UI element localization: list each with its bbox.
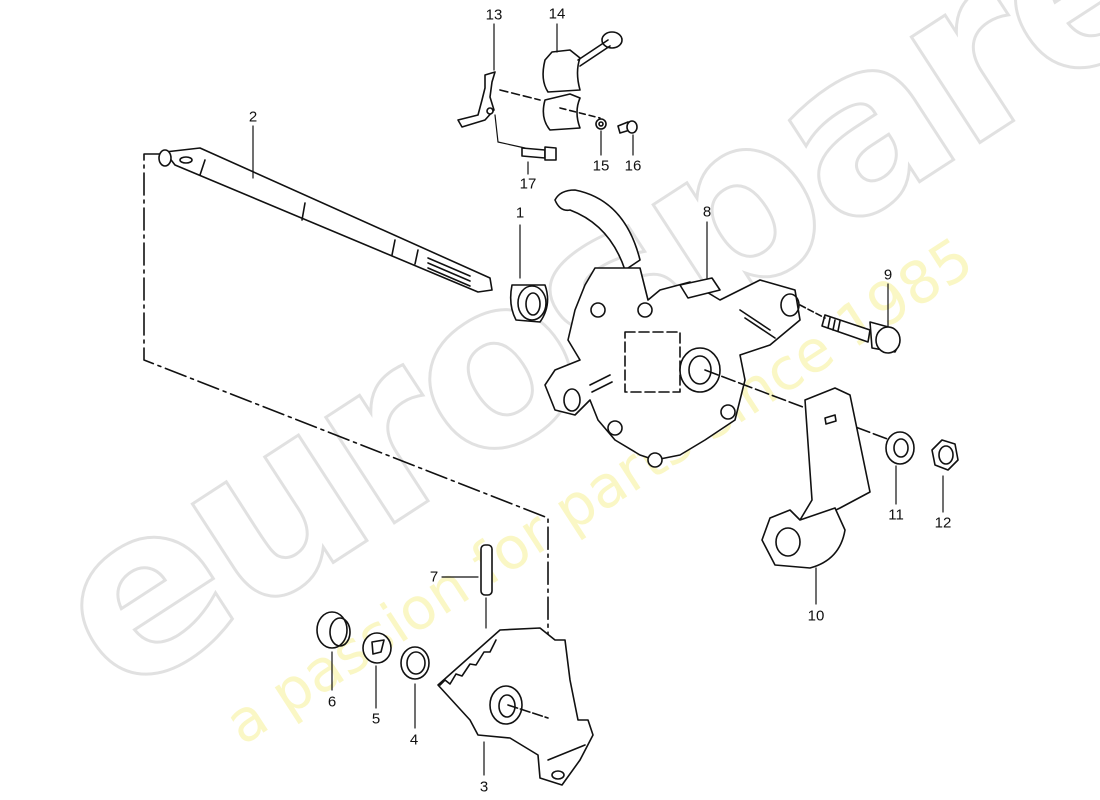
callout-14[interactable]: 14 — [548, 5, 566, 23]
part-15-washer — [595, 118, 607, 130]
callout-9[interactable]: 9 — [883, 266, 893, 284]
part-11-washer — [885, 431, 915, 465]
part-4-seal-ring — [400, 646, 430, 680]
callout-13[interactable]: 13 — [485, 6, 503, 24]
callout-7[interactable]: 7 — [429, 568, 439, 586]
callout-5[interactable]: 5 — [371, 710, 381, 728]
part-2-selector-shaft — [158, 147, 493, 293]
part-16-screw — [617, 120, 638, 134]
callout-8[interactable]: 8 — [702, 203, 712, 221]
callout-12[interactable]: 12 — [934, 514, 952, 532]
callout-16[interactable]: 16 — [624, 157, 642, 175]
part-5-lock-washer — [362, 632, 392, 664]
part-8-selector-housing — [544, 189, 801, 468]
part-13-bracket — [457, 71, 496, 128]
part-17-bolt — [521, 146, 557, 161]
part-1-bushing — [509, 284, 549, 323]
assembly-dashed-line — [143, 153, 549, 721]
part-6-bushing — [316, 611, 351, 649]
callout-1[interactable]: 1 — [515, 204, 525, 222]
callout-15[interactable]: 15 — [592, 157, 610, 175]
part-12-nut — [931, 439, 959, 471]
part-9-bolt — [821, 314, 901, 354]
part-14-clamp — [542, 31, 623, 131]
part-7-pin — [480, 544, 493, 596]
callout-10[interactable]: 10 — [807, 607, 825, 625]
callout-6[interactable]: 6 — [327, 693, 337, 711]
callout-11[interactable]: 11 — [888, 506, 904, 524]
part-3-detent-segment — [437, 627, 594, 786]
callout-4[interactable]: 4 — [409, 731, 419, 749]
callout-17[interactable]: 17 — [519, 175, 537, 193]
callout-3[interactable]: 3 — [479, 778, 489, 796]
callout-2[interactable]: 2 — [248, 108, 258, 126]
part-10-lever-plate — [761, 387, 871, 569]
